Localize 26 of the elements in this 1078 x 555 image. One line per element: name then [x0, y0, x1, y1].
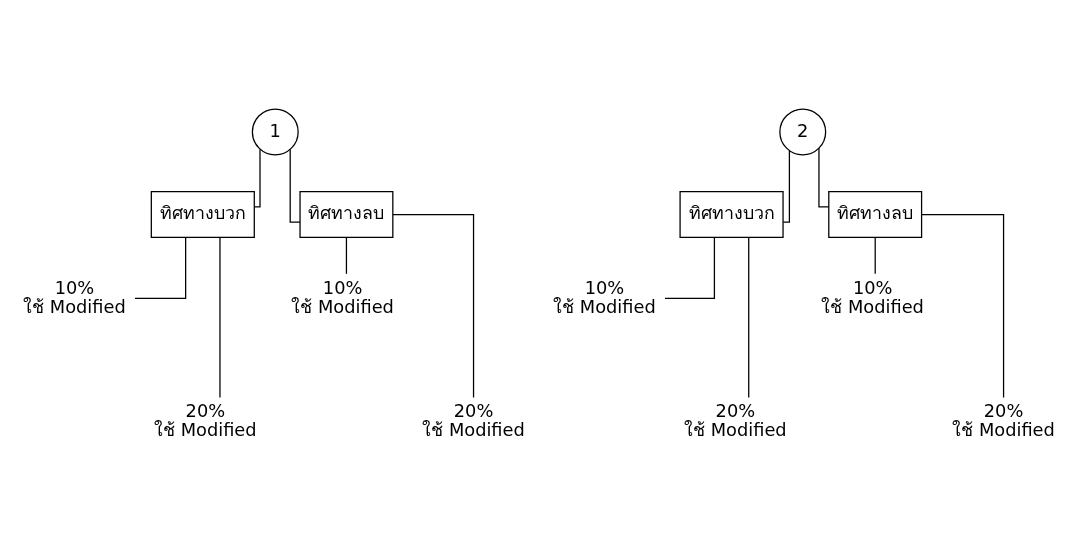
- connector: [134, 236, 187, 300]
- connector: [874, 236, 876, 275]
- node-box: ทิศทางลบ: [828, 191, 923, 239]
- connector: [345, 236, 348, 275]
- node-text: 10% ใช้ Modified: [553, 276, 656, 317]
- node-text: 20% ใช้ Modified: [154, 399, 257, 440]
- connector: [748, 236, 750, 399]
- node-text: 10% ใช้ Modified: [291, 276, 394, 317]
- node-text: 20% ใช้ Modified: [684, 399, 787, 440]
- node-circle: 1: [251, 108, 299, 156]
- node-text: 20% ใช้ Modified: [422, 399, 525, 440]
- connector: [921, 213, 1005, 399]
- connector: [664, 236, 716, 300]
- node-text: 10% ใช้ Modified: [821, 276, 924, 317]
- connector: [392, 213, 475, 399]
- node-box: ทิศทางบวก: [679, 191, 784, 239]
- node-box: ทิศทางลบ: [299, 191, 394, 239]
- connector: [818, 147, 830, 208]
- node-box: ทิศทางบวก: [150, 191, 255, 239]
- node-text: 20% ใช้ Modified: [952, 399, 1055, 440]
- node-circle: 2: [779, 108, 827, 156]
- connector: [219, 236, 221, 399]
- connector: [289, 148, 301, 223]
- connector: [782, 150, 791, 223]
- connector: [253, 148, 261, 208]
- node-text: 10% ใช้ Modified: [23, 276, 126, 317]
